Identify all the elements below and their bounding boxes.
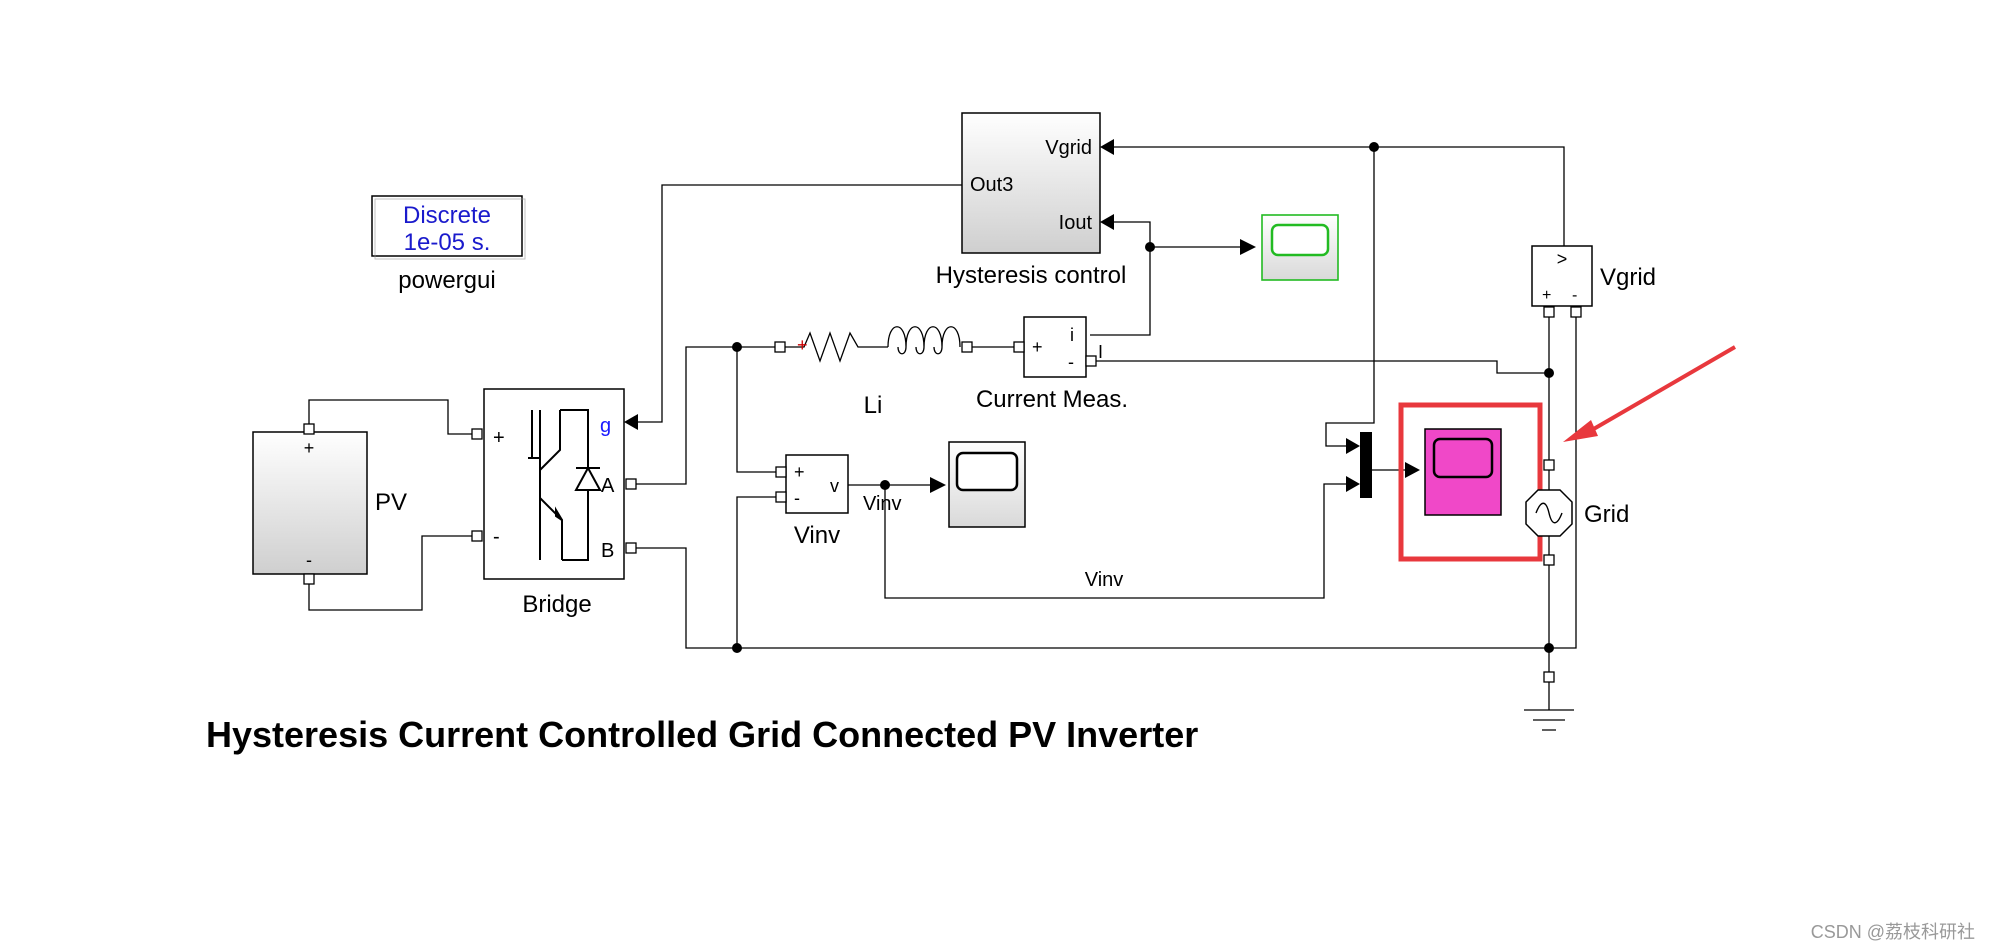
- hysteresis-vgrid-port-label: Vgrid: [1045, 137, 1092, 159]
- vgrid-minus-label: -: [1572, 287, 1577, 304]
- bridge-g-label: g: [600, 415, 611, 437]
- li-polarity-icon: +: [797, 335, 808, 355]
- hysteresis-out3-port-label: Out3: [970, 174, 1013, 196]
- current-scope[interactable]: [1240, 214, 1339, 281]
- powergui-block[interactable]: Discrete 1e-05 s. powergui: [371, 195, 526, 294]
- hysteresis-iout-port-label: Iout: [1059, 212, 1093, 234]
- li-left-port[interactable]: [774, 341, 786, 353]
- inductor-li[interactable]: + Li: [774, 326, 973, 419]
- current-meas-name: Current Meas.: [976, 386, 1128, 413]
- current-meas-plus-label: +: [1032, 337, 1043, 357]
- coil-icon: [887, 326, 961, 355]
- highlight-box: [1398, 402, 1543, 562]
- mux-block[interactable]: [1346, 432, 1420, 498]
- pv-block[interactable]: + - PV: [252, 423, 407, 585]
- vinv-plus-port[interactable]: [775, 466, 787, 478]
- hysteresis-name: Hysteresis control: [936, 262, 1127, 289]
- powergui-line2: 1e-05 s.: [404, 229, 491, 256]
- pv-plus-label: +: [304, 438, 315, 458]
- vgrid-measurement-block[interactable]: > + - Vgrid: [1531, 245, 1656, 318]
- grid-name: Grid: [1584, 501, 1629, 528]
- current-meas-minus-label: -: [1068, 352, 1074, 372]
- vinv-minus-label: -: [794, 488, 800, 508]
- grid-bottom-port[interactable]: [1543, 554, 1555, 566]
- bridge-minus-port[interactable]: [471, 530, 483, 542]
- wires: [308, 146, 1577, 710]
- hysteresis-control-block[interactable]: Vgrid Out3 Iout Hysteresis control: [936, 112, 1127, 289]
- vinv-measurement-block[interactable]: + - v Vinv Vinv: [775, 454, 902, 549]
- bridge-plus-label: +: [493, 427, 505, 449]
- vinv-signal-label-b: Vinv: [1085, 569, 1124, 591]
- vinv-minus-port[interactable]: [775, 491, 787, 503]
- watermark: CSDN @荔枝科研社: [1811, 922, 1975, 942]
- vinv-name: Vinv: [794, 522, 840, 549]
- grid-source-block[interactable]: Grid: [1525, 459, 1629, 566]
- bridge-a-label: A: [601, 475, 615, 497]
- vgrid-plus-label: +: [1542, 287, 1551, 304]
- bridge-plus-port[interactable]: [471, 428, 483, 440]
- sine-wave-icon: [1535, 502, 1563, 524]
- pv-plus-port[interactable]: [303, 423, 315, 435]
- pv-minus-port[interactable]: [303, 573, 315, 585]
- bridge-b-port[interactable]: [625, 542, 637, 554]
- bridge-block[interactable]: + - g A B Bridge: [471, 388, 638, 618]
- li-right-port[interactable]: [961, 341, 973, 353]
- grid-top-port[interactable]: [1543, 459, 1555, 471]
- vgrid-name: Vgrid: [1600, 264, 1656, 291]
- junction-dots: [732, 142, 1554, 653]
- powergui-name: powergui: [398, 267, 495, 294]
- bridge-minus-label: -: [493, 526, 500, 548]
- resistor-icon: [785, 331, 888, 363]
- li-name: Li: [864, 392, 883, 419]
- pv-name: PV: [375, 489, 407, 516]
- current-measurement-block[interactable]: + - i I Current Meas.: [976, 316, 1128, 413]
- ground-icon[interactable]: [1524, 671, 1574, 731]
- vinv-v-label: v: [830, 476, 839, 496]
- bridge-name: Bridge: [522, 591, 591, 618]
- current-meas-minus-port[interactable]: [1085, 355, 1097, 367]
- vinv-scope[interactable]: [930, 441, 1026, 528]
- igbt-symbol-icon: [528, 409, 602, 561]
- vgrid-minus-port[interactable]: [1570, 306, 1582, 318]
- bridge-a-port[interactable]: [625, 478, 637, 490]
- bridge-b-label: B: [601, 540, 614, 562]
- iout-signal-label: I: [1098, 342, 1103, 362]
- vgrid-symbol-label: >: [1557, 249, 1568, 269]
- current-meas-i-label: i: [1070, 325, 1074, 345]
- combined-scope[interactable]: [1424, 428, 1502, 516]
- diagram-title: Hysteresis Current Controlled Grid Conne…: [206, 714, 1198, 755]
- vinv-plus-label: +: [794, 462, 805, 482]
- current-meas-plus-port[interactable]: [1013, 341, 1025, 353]
- highlight-arrow-icon: [1563, 345, 1737, 442]
- pv-minus-label: -: [306, 550, 312, 570]
- vinv-signal-label-a: Vinv: [863, 493, 902, 515]
- vgrid-plus-port[interactable]: [1543, 306, 1555, 318]
- powergui-line1: Discrete: [403, 202, 491, 229]
